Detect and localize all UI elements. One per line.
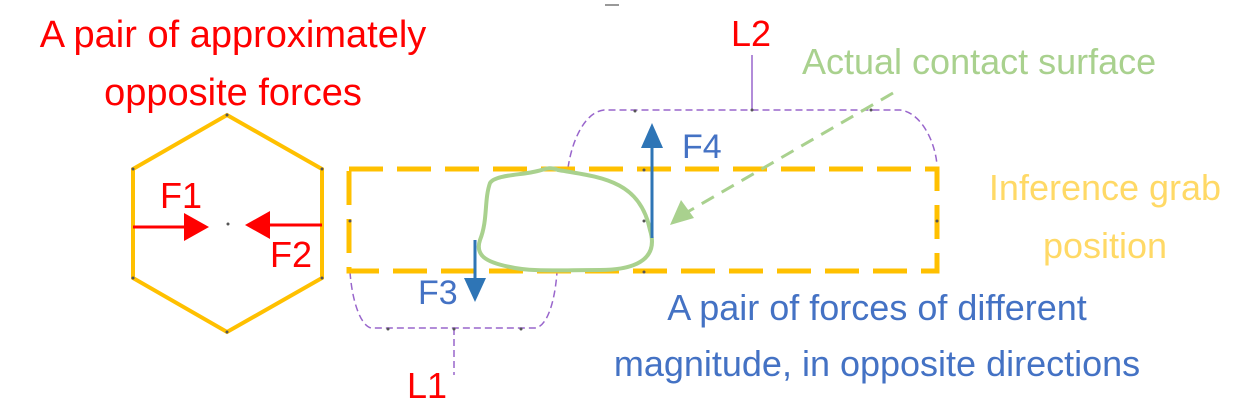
vertex-dot <box>131 167 135 171</box>
grab-position-label-line2: position <box>1043 225 1167 266</box>
handle-dot <box>348 219 352 223</box>
handle-dot <box>935 219 939 223</box>
contact-surface-label: Actual contact surface <box>802 41 1156 82</box>
hexagon-group: F1 F2 <box>131 112 324 335</box>
handle-dot <box>642 270 646 274</box>
left-title-line2: opposite forces <box>104 72 362 114</box>
force4-arrowhead-icon <box>641 123 663 148</box>
handle-dot <box>750 108 754 112</box>
contact-surface-blob <box>476 166 654 273</box>
handle-dot <box>642 168 646 172</box>
region-L2-outline <box>567 109 938 169</box>
handle-dot <box>519 327 523 331</box>
force3-arrowhead-icon <box>464 278 486 302</box>
caption-line1: A pair of forces of different <box>667 287 1087 328</box>
region-L1-label: L1 <box>407 365 447 406</box>
handle-dot <box>869 108 873 112</box>
handle-dot <box>386 327 390 331</box>
vertex-dot <box>131 276 135 280</box>
vertex-dot <box>225 113 229 117</box>
grab-position-label-line1: Inference grab <box>989 167 1221 208</box>
center-dot <box>226 222 230 226</box>
force3-label: F3 <box>418 274 458 312</box>
region-L2-label: L2 <box>731 13 771 54</box>
handle-dot <box>642 219 646 223</box>
handle-dot <box>633 109 637 113</box>
force1-arrowhead-icon <box>184 213 209 241</box>
force1-label: F1 <box>160 175 202 216</box>
contact-pointer-line <box>683 91 894 216</box>
vertex-dot <box>320 276 324 280</box>
handle-dot <box>452 327 456 331</box>
force2-arrowhead-icon <box>245 211 270 239</box>
vertex-dot <box>320 167 324 171</box>
left-title-line1: A pair of approximately <box>40 14 427 56</box>
caption-line2: magnitude, in opposite directions <box>614 343 1140 384</box>
force4-label: F4 <box>682 128 722 166</box>
contact-pointer-arrowhead-icon <box>670 200 694 225</box>
vertex-dot <box>225 330 229 334</box>
force2-label: F2 <box>270 234 312 275</box>
